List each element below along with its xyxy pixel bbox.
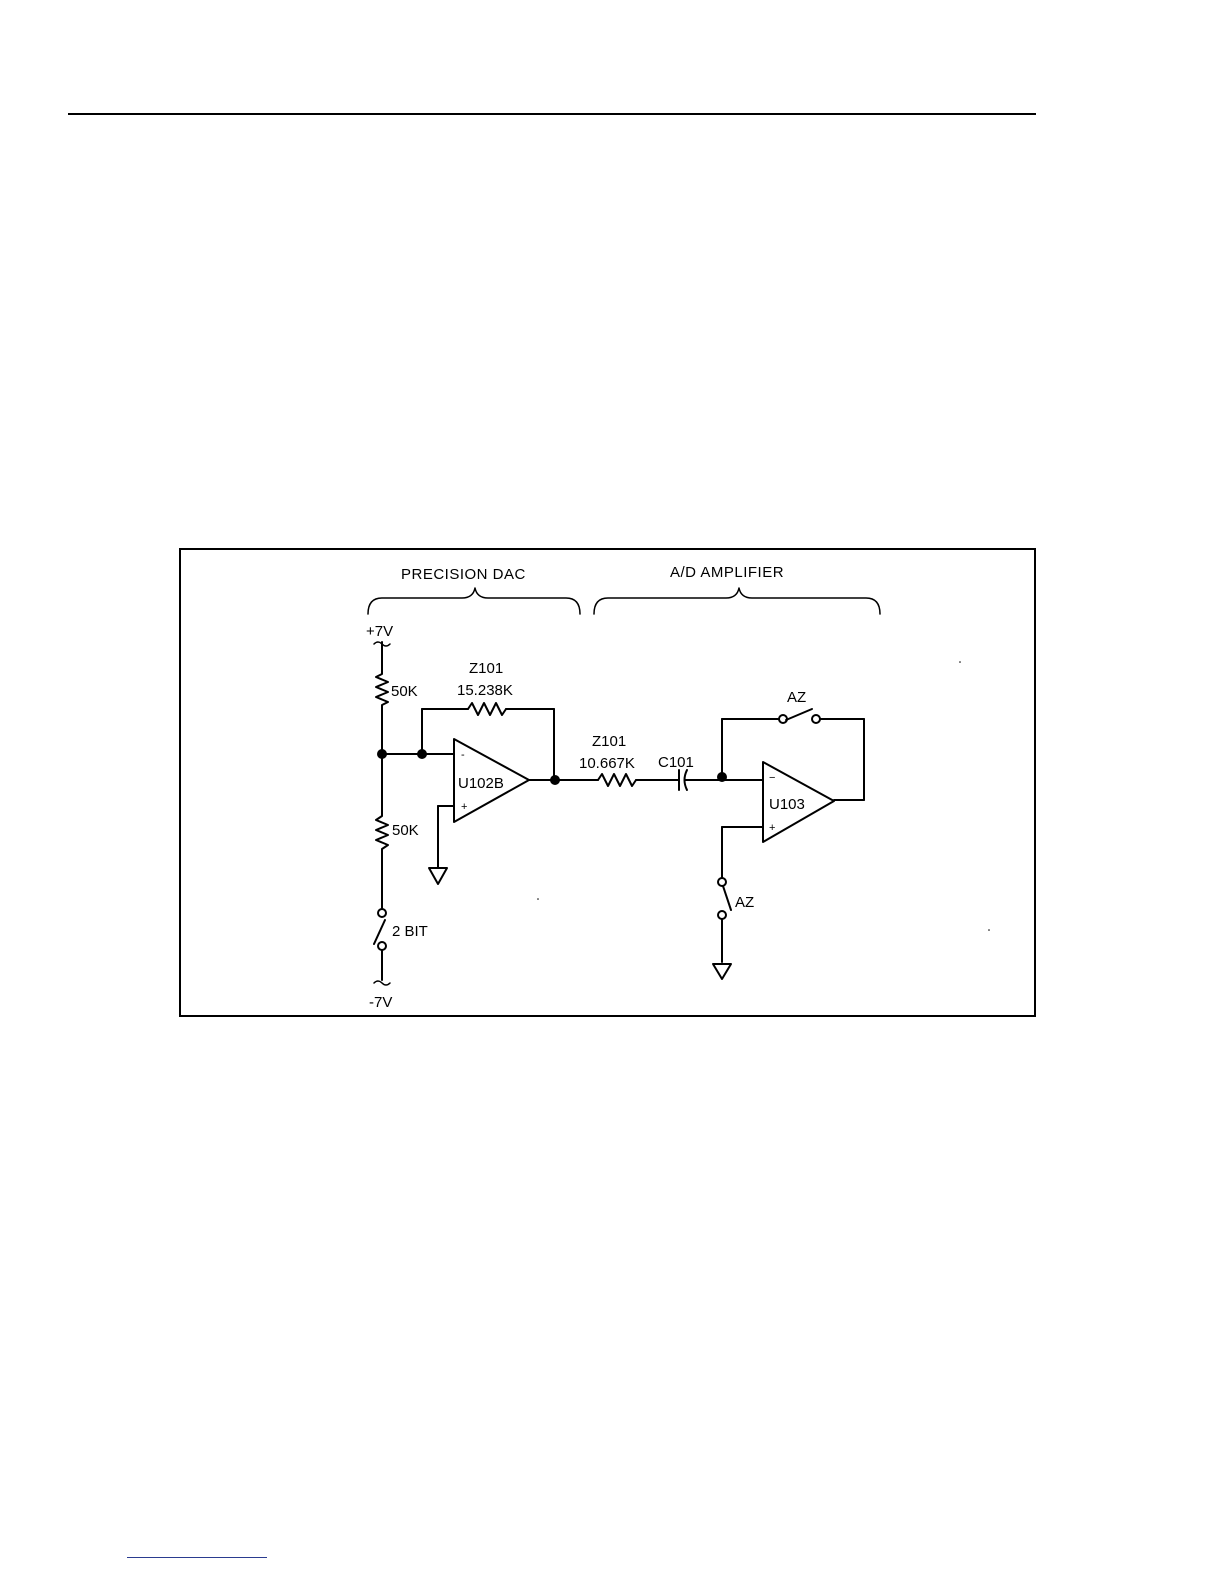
divider-top-resistor — [376, 670, 388, 710]
divider-bottom-resistor — [376, 812, 388, 854]
two-bit-switch-blade — [374, 920, 385, 944]
capacitor-ref: C101 — [658, 754, 694, 771]
az-ground-switch-contact-top — [718, 878, 726, 886]
two-bit-switch-contact-bottom — [378, 942, 386, 950]
footer-rule — [127, 1557, 267, 1558]
u103-noninverting-sign: + — [769, 822, 775, 834]
two-bit-switch-contact-top — [378, 909, 386, 917]
feedback-resistor-value: 15.238K — [457, 682, 513, 699]
u102b-noninverting-sign: + — [461, 801, 467, 813]
divider-bottom-value: 50K — [392, 822, 419, 839]
positive-supply-label: +7V — [366, 623, 393, 640]
az-ground-switch-label: AZ — [735, 894, 754, 911]
adc-ground-symbol — [713, 964, 731, 979]
divider-top-value: 50K — [391, 683, 418, 700]
ad-amplifier-brace — [594, 588, 880, 614]
schematic-diagram: PRECISION DAC A/D AMPLIFIER +7V 50K Z101… — [181, 550, 1038, 1019]
az-feedback-switch-blade — [786, 709, 812, 720]
u103-inverting-sign: − — [769, 772, 775, 784]
dac-ground-symbol — [429, 868, 447, 884]
feedback-resistor — [468, 703, 506, 715]
negative-supply-break-symbol — [374, 981, 390, 985]
precision-dac-label: PRECISION DAC — [401, 566, 526, 583]
az-feedback-switch-contact-right — [812, 715, 820, 723]
scan-speck — [537, 898, 539, 900]
input-resistor-ref: Z101 — [592, 733, 626, 750]
scan-speck — [959, 661, 961, 663]
header-rule — [68, 113, 1036, 115]
ad-amplifier-label: A/D AMPLIFIER — [670, 564, 784, 581]
two-bit-switch-label: 2 BIT — [392, 923, 428, 940]
precision-dac-brace — [368, 588, 580, 614]
figure-box: PRECISION DAC A/D AMPLIFIER +7V 50K Z101… — [179, 548, 1036, 1017]
u102b-label: U102B — [458, 775, 504, 792]
u103-label: U103 — [769, 796, 805, 813]
input-resistor — [598, 774, 636, 786]
feedback-resistor-ref: Z101 — [469, 660, 503, 677]
az-ground-switch-blade — [723, 886, 731, 910]
scan-speck — [988, 929, 990, 931]
input-resistor-value: 10.667K — [579, 755, 635, 772]
az-feedback-switch-label: AZ — [787, 689, 806, 706]
u102b-inverting-sign: - — [461, 749, 465, 761]
negative-supply-label: -7V — [369, 994, 392, 1011]
az-ground-switch-contact-bottom — [718, 911, 726, 919]
